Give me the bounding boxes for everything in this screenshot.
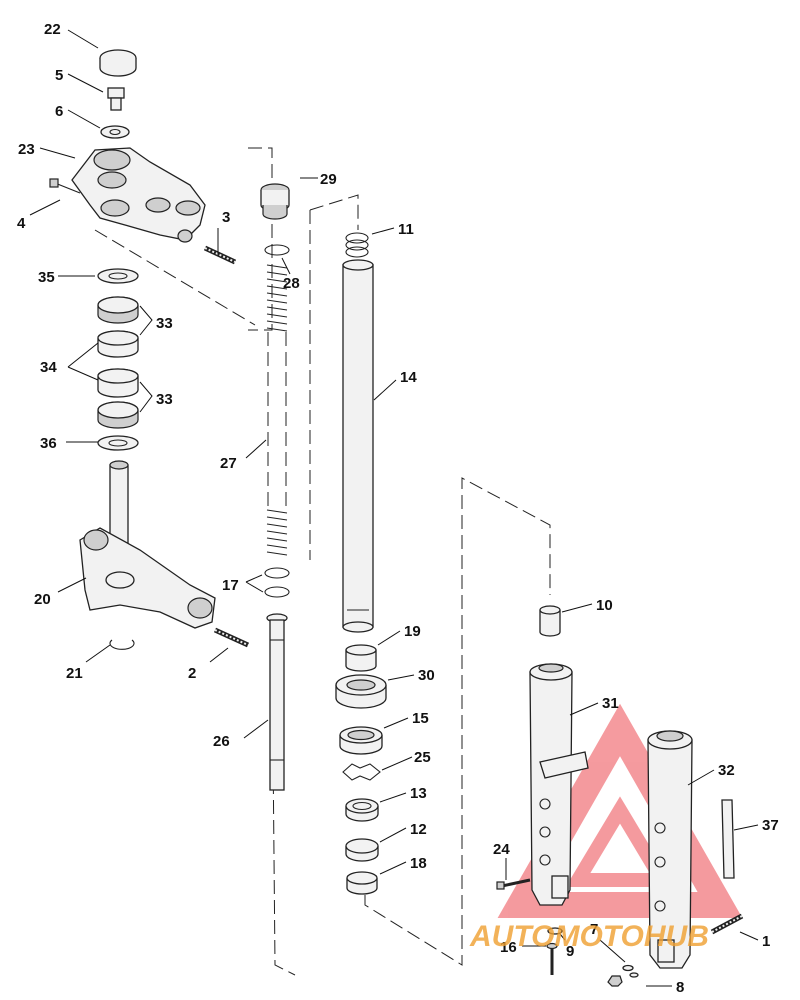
- part-30-seal-cap: [335, 674, 387, 709]
- callout-9: 9: [566, 943, 574, 960]
- part-5-bolt: [107, 87, 125, 111]
- part-12-bushing: [345, 838, 379, 862]
- callout-37: 37: [762, 817, 779, 834]
- callout-25: 25: [414, 749, 431, 766]
- callout-35: 35: [38, 269, 55, 286]
- callout-2: 2: [188, 665, 196, 682]
- callout-11: 11: [398, 221, 414, 238]
- part-21-retaining-ring: [109, 639, 135, 650]
- callout-28: 28: [283, 275, 300, 292]
- callout-29: 29: [320, 171, 337, 188]
- part-11-spring-end: [345, 232, 369, 258]
- part-19-bushing: [345, 644, 377, 672]
- callout-19: 19: [404, 623, 421, 640]
- callout-34: 34: [40, 359, 57, 376]
- callout-5: 5: [55, 67, 63, 84]
- callout-1: 1: [762, 933, 770, 950]
- part-9-washer: [547, 927, 563, 935]
- leader-lines: [29, 29, 759, 987]
- part-34-lower-race: [97, 368, 139, 398]
- callout-33-upper: 33: [156, 315, 173, 332]
- callout-6: 6: [55, 103, 63, 120]
- part-13-washer: [345, 798, 379, 822]
- callout-8: 8: [676, 979, 684, 996]
- assembly-lines: [94, 147, 551, 976]
- callout-33-lower: 33: [156, 391, 173, 408]
- part-32-right-slider: [647, 730, 693, 969]
- part-28-o-ring: [264, 244, 290, 256]
- callout-32: 32: [718, 762, 735, 779]
- callout-4: 4: [17, 215, 26, 232]
- callout-21: 21: [66, 665, 83, 682]
- part-10-bushing: [539, 605, 561, 637]
- callout-22: 22: [44, 21, 61, 38]
- part-16-drain-screw: [546, 942, 558, 975]
- part-6-washer: [100, 125, 130, 139]
- callout-10: 10: [596, 597, 613, 614]
- callout-26: 26: [213, 733, 230, 750]
- callout-18: 18: [410, 855, 427, 872]
- watermark-text: AUTOMOTOHUB: [469, 920, 709, 953]
- callout-27: 27: [220, 455, 237, 472]
- part-4-screw: [49, 178, 81, 194]
- callout-12: 12: [410, 821, 427, 838]
- part-26-damper-rod: [266, 613, 288, 791]
- callout-24: 24: [493, 841, 510, 858]
- callout-31: 31: [602, 695, 619, 712]
- callout-16: 16: [500, 939, 517, 956]
- part-35-dust-shield: [97, 268, 139, 284]
- callout-14: 14: [400, 369, 417, 386]
- part-14-fork-tube: [342, 259, 374, 633]
- part-18-bushing: [346, 871, 378, 895]
- part-7-8-nut-washer: [607, 964, 639, 987]
- callout-17: 17: [222, 577, 239, 594]
- part-15-oil-seal: [339, 726, 383, 755]
- part-22-cap: [99, 49, 137, 77]
- callout-15: 15: [412, 710, 429, 727]
- callout-13: 13: [410, 785, 427, 802]
- part-33-lower-bearing: [97, 401, 139, 429]
- part-25-clip: [342, 763, 381, 781]
- callout-3: 3: [222, 209, 230, 226]
- part-37-plate: [721, 799, 735, 879]
- callout-30: 30: [418, 667, 435, 684]
- part-33-upper-bearing: [97, 296, 139, 324]
- part-17-rings: [264, 567, 290, 598]
- part-1-axle-bolt: [710, 913, 744, 935]
- part-20-lower-bracket: [79, 460, 216, 629]
- part-27-spring: [266, 264, 288, 556]
- part-29-plug: [260, 183, 290, 220]
- part-23-upper-bracket: [71, 147, 206, 243]
- part-24-screw: [496, 878, 531, 890]
- part-34-upper-race: [97, 330, 139, 358]
- watermark-text-group: AUTOMOTOHUB: [469, 920, 709, 953]
- callout-7: 7: [590, 921, 598, 938]
- part-36-seal: [97, 435, 139, 451]
- part-31-left-slider: [529, 663, 589, 906]
- callout-23: 23: [18, 141, 35, 158]
- part-3-pinch-bolt: [203, 245, 237, 265]
- part-2-pinch-bolt: [213, 627, 250, 648]
- callout-labels: 22 5 6 23 4 3 35 33 34 33 36 20 21 2 29 …: [17, 21, 779, 996]
- callout-20: 20: [34, 591, 51, 608]
- callout-36: 36: [40, 435, 57, 452]
